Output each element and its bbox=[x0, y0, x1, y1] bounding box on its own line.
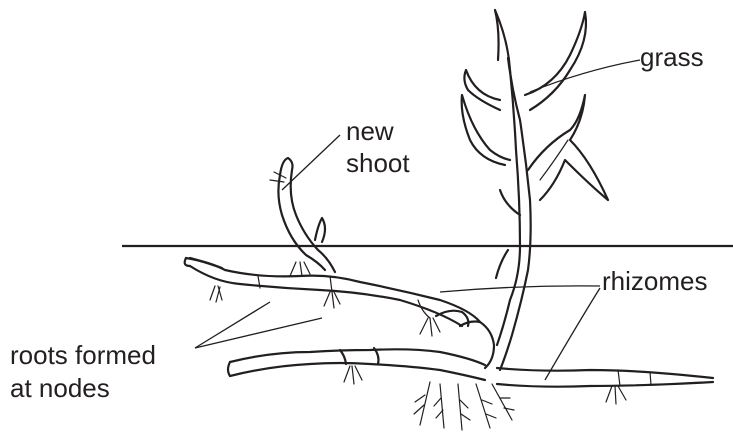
new-shoot bbox=[270, 158, 335, 272]
label-rhizomes: rhizomes bbox=[602, 266, 707, 296]
leader-lines bbox=[195, 60, 640, 380]
label-new-shoot-line2: shoot bbox=[346, 148, 410, 178]
label-new-shoot-line1: new bbox=[346, 116, 394, 146]
label-grass: grass bbox=[640, 42, 704, 72]
label-roots-line1: roots formed bbox=[10, 340, 156, 370]
label-roots-line2: at nodes bbox=[10, 373, 110, 403]
grass-plant bbox=[462, 10, 608, 370]
